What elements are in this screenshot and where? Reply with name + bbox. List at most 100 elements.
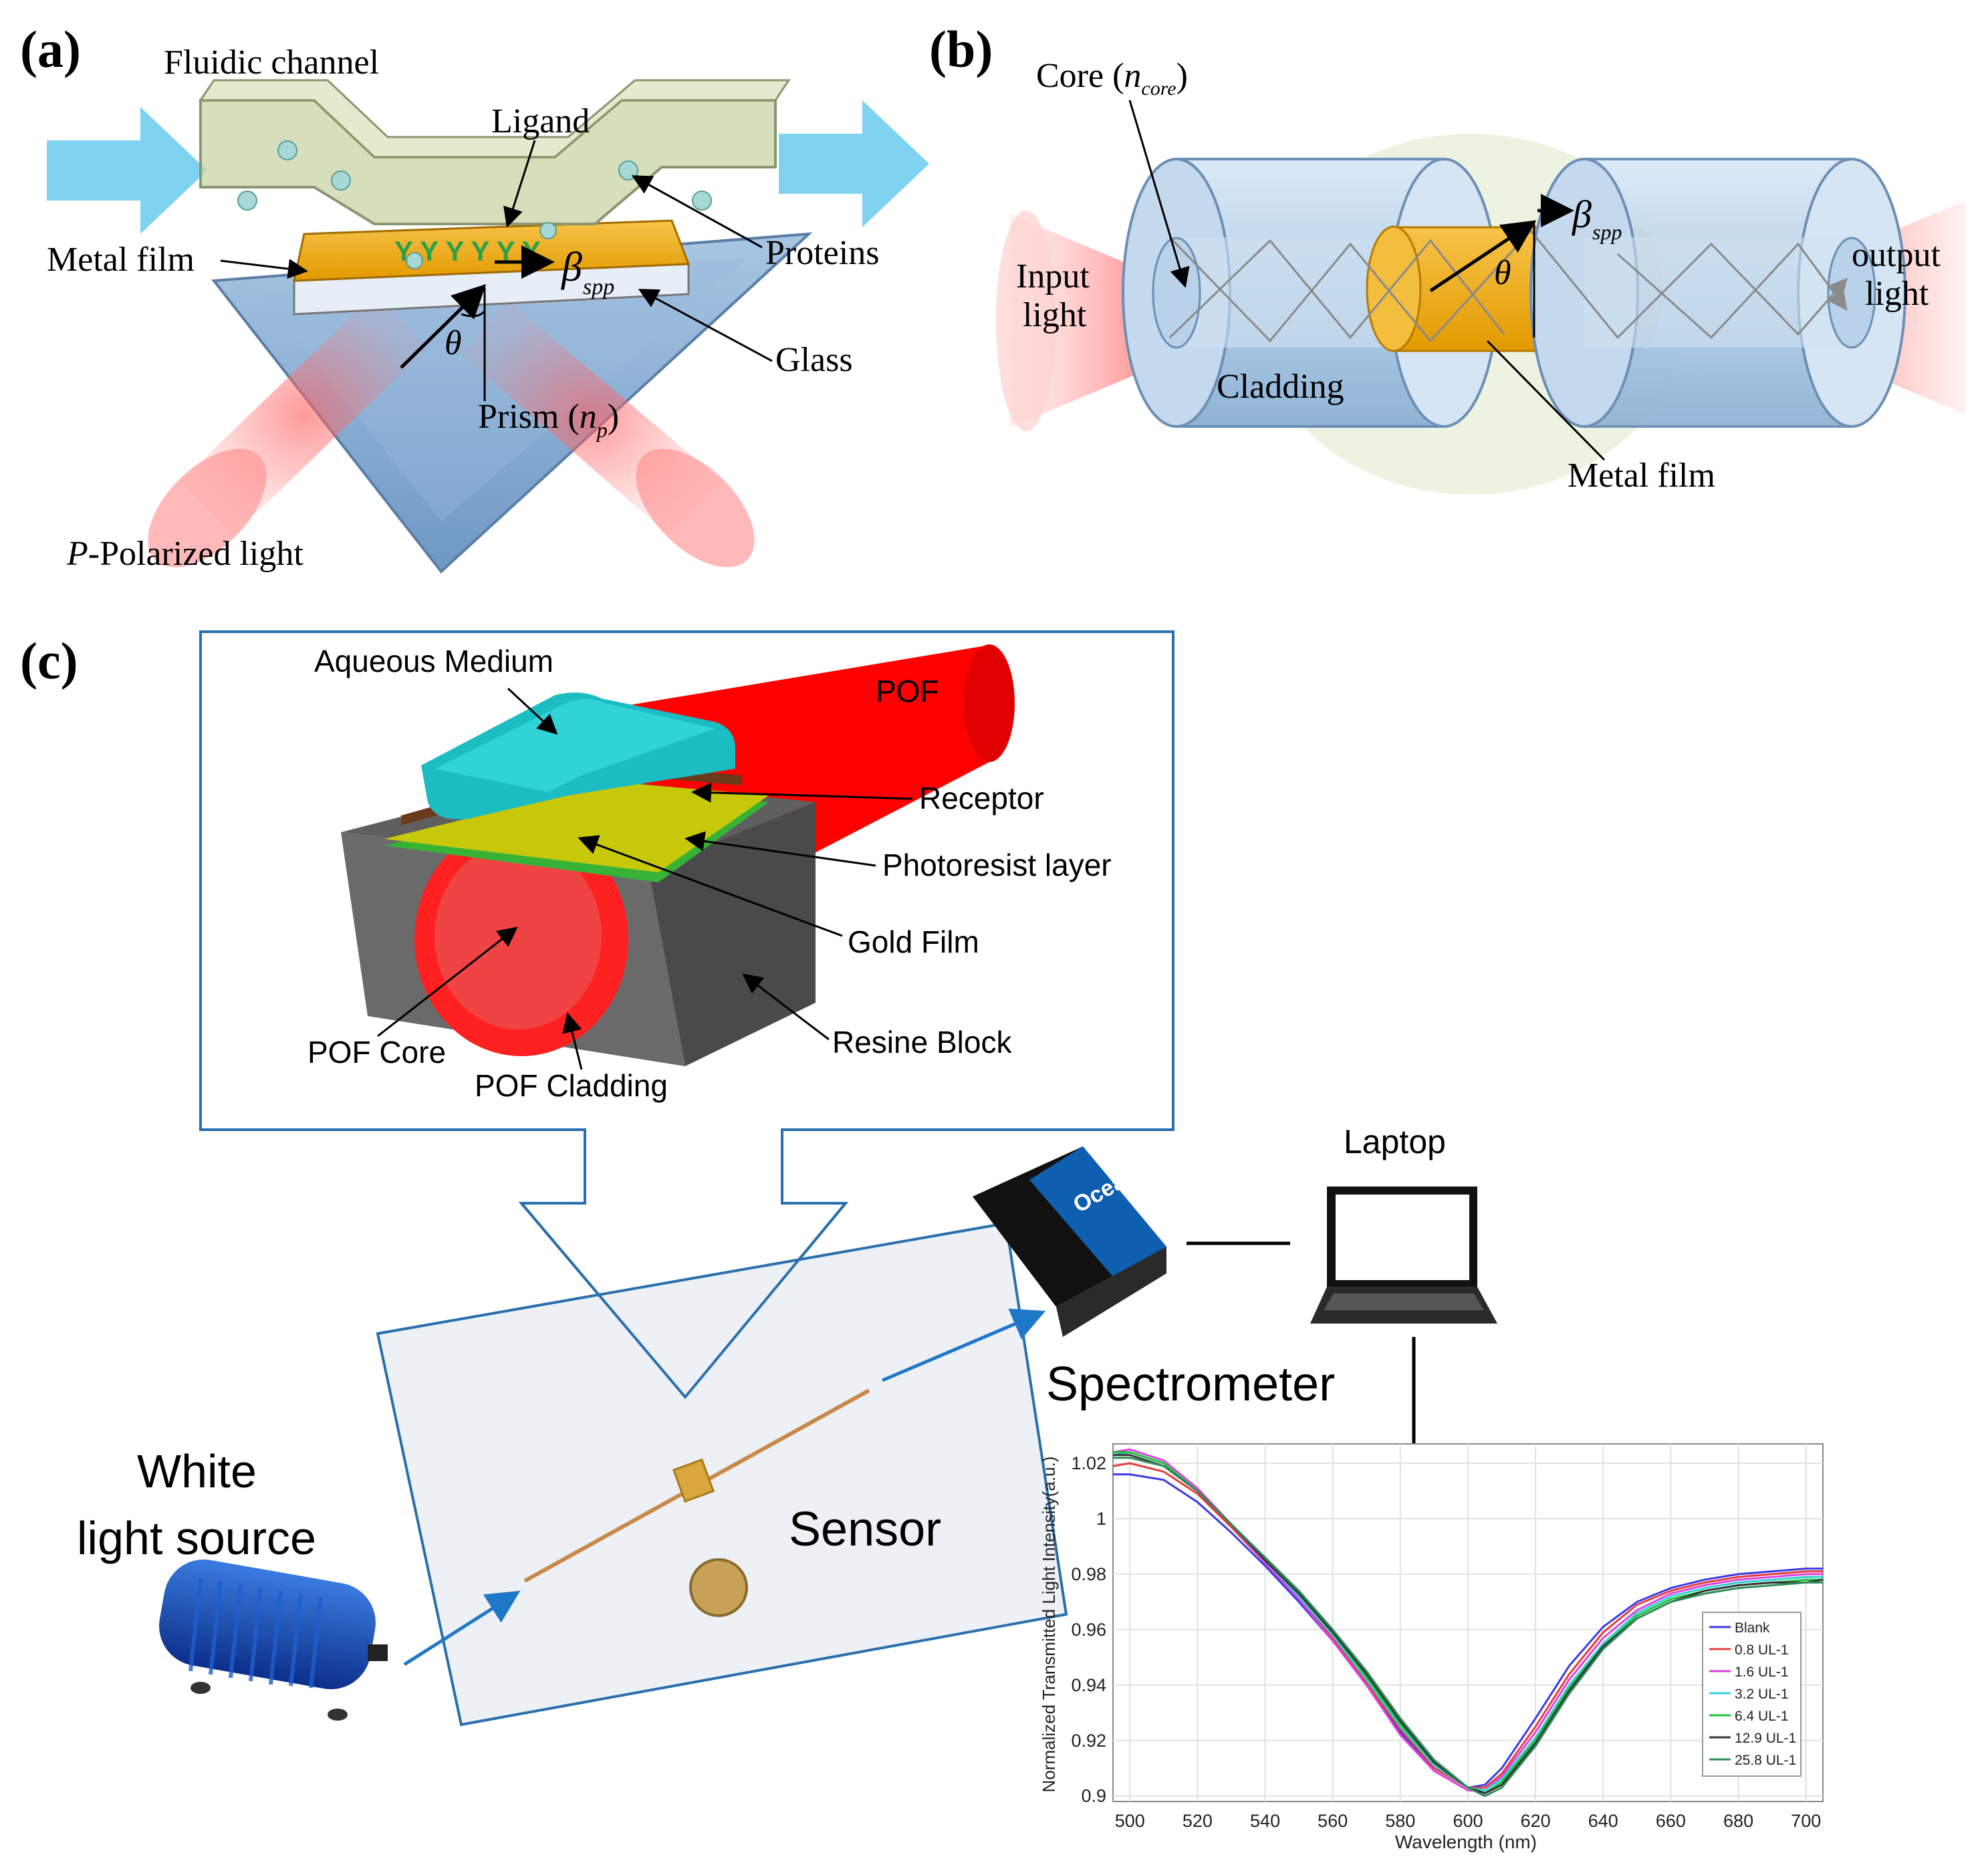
panel-c: (c) POF Aqueous Medium Receptor Photores… (20, 630, 1824, 1852)
lamp-icon (159, 1559, 388, 1721)
pof-cladding-pointer (562, 1012, 583, 1070)
protein-particles (237, 140, 712, 269)
theta-arc-a (461, 310, 486, 318)
callout-arrow-overlay (520, 1202, 847, 1400)
fluidic-channel-label: Fluidic channel (164, 43, 379, 82)
metal-film-label-b: Metal film (1568, 457, 1715, 495)
chart-legend: Blank 0.8 UL-1 1.6 UL-1 3.2 UL-1 6.4 UL-1 12.… (1702, 1612, 1801, 1777)
sensor-label: Sensor (789, 1503, 941, 1556)
chart-series (1112, 1448, 1824, 1797)
output-light-label-2: light (1865, 275, 1929, 313)
cladding-label: Cladding (1217, 368, 1344, 406)
ligand-label: Ligand (491, 102, 590, 140)
proteins-label: Proteins (765, 234, 879, 272)
chart-legend-label: 12.9 UL-1 (1735, 1731, 1796, 1746)
laptop-label: Laptop (1344, 1123, 1446, 1160)
chart-legend-label: Blank (1735, 1620, 1770, 1636)
flow-in-arrow (47, 107, 207, 234)
chart-y-tick-label: 1.02 (1071, 1453, 1106, 1473)
theta-symbol-a: θ (445, 324, 462, 362)
white-light-label-2: light source (77, 1512, 316, 1564)
chart-series-line (1113, 1473, 1823, 1789)
aqueous-pointer (507, 687, 558, 735)
input-light-label-2: light (1023, 296, 1087, 334)
sensor-to-spectrometer-arrow (882, 1308, 1046, 1382)
aqueous-medium-label: Aqueous Medium (314, 644, 553, 678)
chart-x-tick-label: 540 (1250, 1811, 1280, 1831)
chart-series-line (1113, 1457, 1823, 1797)
prism-label: Prism (np) (478, 398, 619, 442)
pof-fiber-end (964, 644, 1015, 762)
reflected-beam-end (636, 449, 755, 568)
input-light-end (996, 211, 1056, 431)
fluidic-channel-shape (199, 99, 777, 225)
chart-x-tick-label: 560 (1318, 1811, 1348, 1831)
photoresist-pointer (685, 831, 876, 867)
metal-film-b-front (1366, 225, 1422, 352)
gold-film-pointer (578, 835, 843, 937)
chart-legend-label: 1.6 UL-1 (1735, 1664, 1789, 1680)
core-pointer (1128, 100, 1190, 288)
receptor-pointer (691, 782, 913, 803)
core-label: Core (ncore) (1036, 57, 1188, 100)
chart-x-tick-label: 600 (1453, 1811, 1483, 1831)
chart-x-tick-label: 680 (1723, 1811, 1753, 1831)
photoresist-label: Photoresist layer (882, 848, 1112, 882)
chart-legend-label: 0.8 UL-1 (1735, 1642, 1789, 1658)
pof-core-circle (434, 842, 602, 1029)
chart-x-tick-label: 700 (1791, 1811, 1821, 1831)
zigzag-rays-2 (1168, 239, 1505, 340)
incident-ray-b (1429, 220, 1537, 293)
pof-cladding-label: POF Cladding (475, 1068, 668, 1103)
metal-film-pointer-a (220, 259, 308, 279)
chart-y-tick-label: 1 (1096, 1509, 1106, 1529)
pof-core-pointer (377, 926, 518, 1037)
chart-x-tick-label: 660 (1656, 1811, 1686, 1831)
fluidic-channel-top (199, 79, 791, 158)
proteins-pointer (631, 175, 763, 249)
chart-x-tick-label: 640 (1588, 1811, 1618, 1831)
panel-b: (b) Core (ncore) β spp (929, 20, 1965, 495)
chart-legend-label: 6.4 UL-1 (1735, 1709, 1789, 1724)
gold-film-layer (384, 782, 769, 872)
spectrometer-label: Spectrometer (1046, 1358, 1335, 1411)
glass-pointer (638, 289, 773, 362)
theta-symbol-b: θ (1494, 254, 1511, 292)
resine-block-label: Resine Block (832, 1025, 1012, 1060)
chart-x-tick-label: 620 (1521, 1811, 1551, 1831)
polarized-light-label: P-Polarized light (66, 535, 303, 573)
chart-y-tick-label: 0.98 (1071, 1564, 1106, 1584)
panel-c-tag: (c) (20, 632, 78, 690)
resine-block-pointer (742, 973, 830, 1041)
metal-film-pointer-b (1486, 340, 1606, 461)
coin (689, 1558, 748, 1617)
flow-out-arrow (779, 100, 929, 227)
chart-xlabel: Wavelength (nm) (1395, 1832, 1537, 1852)
pof-core-label: POF Core (307, 1035, 446, 1070)
input-light-label-1: Input (1016, 257, 1090, 295)
pof-label: POF (876, 674, 939, 709)
white-light-label-1: White (137, 1445, 257, 1497)
receptor-label: Receptor (919, 781, 1044, 816)
chart-legend-label: 25.8 UL-1 (1735, 1753, 1796, 1768)
incident-beam-end (148, 449, 267, 568)
chart-y-tick-label: 0.96 (1071, 1620, 1106, 1640)
zigzag-rays-3 (1617, 242, 1848, 340)
panel-a-tag: (a) (20, 20, 81, 78)
ligand-pointer (503, 140, 536, 228)
beta-subscript-b: spp (1592, 220, 1622, 244)
incident-ray-a (400, 283, 487, 369)
beta-symbol-a: β (561, 245, 582, 290)
metal-film-label-a: Metal film (47, 241, 195, 279)
sensor-block (672, 1458, 715, 1503)
lamp-to-sensor-arrow (403, 1590, 521, 1666)
beta-symbol-b: β (1572, 193, 1592, 236)
aqueous-medium-top (434, 699, 715, 792)
chart-series-line (1112, 1462, 1823, 1789)
chart-legend-label: 3.2 UL-1 (1735, 1687, 1789, 1702)
laptop-icon (1310, 1187, 1497, 1324)
beta-subscript-a: spp (583, 275, 614, 299)
